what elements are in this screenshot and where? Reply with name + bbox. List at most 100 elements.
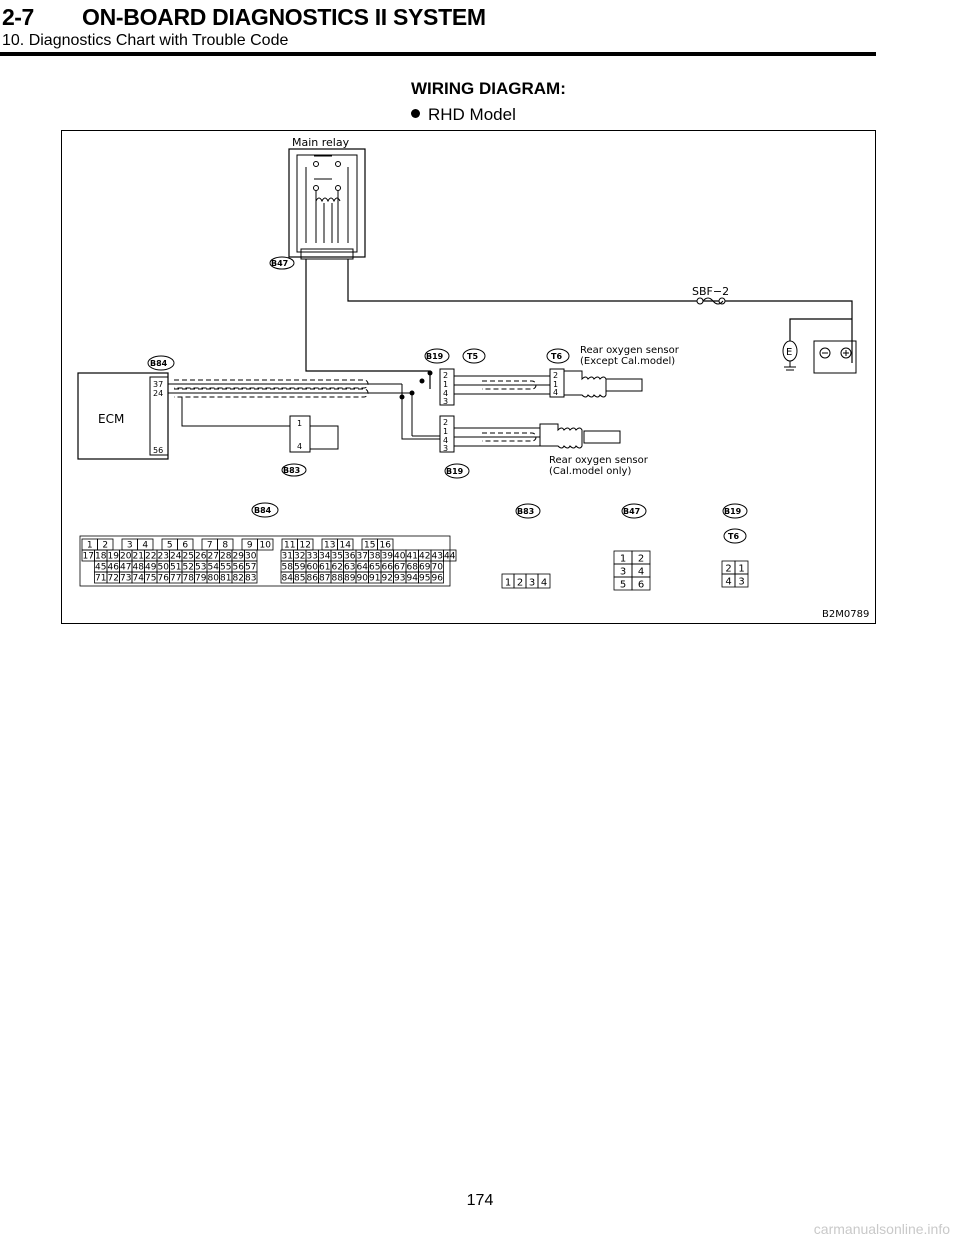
- figure-code: B2M0789: [822, 609, 869, 620]
- b19-connector-top: B19: [424, 348, 450, 364]
- b83-pin-1: 1: [297, 419, 302, 428]
- main-relay-box: [288, 148, 366, 258]
- t6-pin-4: 4: [725, 577, 731, 588]
- t6-label-top: T6: [551, 352, 562, 361]
- b83-pin-1: 1: [505, 578, 511, 589]
- signal-wires: [168, 379, 423, 436]
- fuse-icon: [696, 297, 726, 305]
- b84-pin-16: 16: [380, 541, 392, 551]
- b84-pin-29: 29: [233, 552, 245, 562]
- b47-pin-6: 6: [638, 580, 644, 591]
- b84-pin-12: 12: [300, 541, 311, 551]
- b84-pin-77: 77: [170, 574, 181, 584]
- b84-pin-87: 87: [319, 574, 330, 584]
- pinout-b47-label: B47: [623, 507, 640, 516]
- b47-pin-2: 2: [638, 554, 644, 565]
- b84-pin-92: 92: [382, 574, 393, 584]
- power-wire: [347, 259, 853, 363]
- b84-pin-54: 54: [208, 563, 220, 573]
- page-header: 2-7 ON-BOARD DIAGNOSTICS II SYSTEM 10. D…: [0, 0, 960, 60]
- lower-pin-2: 2: [443, 418, 448, 427]
- b84-frame: [79, 535, 451, 587]
- b84-pin-93: 93: [394, 574, 405, 584]
- b84-pin-46: 46: [108, 563, 120, 573]
- t6-connector-top: T6: [546, 348, 570, 364]
- b84-pin-76: 76: [158, 574, 170, 584]
- b84-pin-7: 7: [207, 541, 213, 551]
- t5-connector: T5: [462, 348, 486, 364]
- b84-pin-88: 88: [332, 574, 344, 584]
- b84-pin-47: 47: [120, 563, 131, 573]
- b84-pin-18: 18: [95, 552, 107, 562]
- lower-sensor-connector: 2 1 4 3: [401, 397, 621, 453]
- b84-pin-21: 21: [133, 552, 144, 562]
- fuse-label: SBF−2: [692, 285, 729, 298]
- b84-pin-71: 71: [95, 574, 106, 584]
- b84-pin-38: 38: [369, 552, 381, 562]
- b84-pin-9: 9: [247, 541, 253, 551]
- b84-pin-68: 68: [407, 563, 419, 573]
- b84-pin-13: 13: [324, 541, 335, 551]
- b84-pin-28: 28: [220, 552, 232, 562]
- t6-pin-1: 1: [738, 564, 744, 575]
- b84-pin-60: 60: [307, 563, 319, 573]
- b83-label: B83: [283, 466, 300, 475]
- t6-pin-2: 2: [725, 564, 731, 575]
- page-number: 174: [466, 1192, 494, 1209]
- b47-terminal-block: [300, 248, 354, 260]
- b84-pin-34: 34: [319, 552, 331, 562]
- b47-pin-1: 1: [620, 554, 626, 565]
- ecm-terminal-strip: [149, 376, 169, 456]
- b84-pin-72: 72: [108, 574, 119, 584]
- b84-pin-10: 10: [260, 541, 272, 551]
- b19-connector-bottom: B19: [444, 463, 470, 479]
- b84-pin-6: 6: [182, 541, 188, 551]
- pinout-b83-label: B83: [517, 507, 534, 516]
- t6-pin-4: 4: [553, 388, 558, 397]
- upper-pin-1: 1: [443, 380, 448, 389]
- b84-pin-51: 51: [170, 563, 181, 573]
- b84-pin-8: 8: [222, 541, 228, 551]
- b19-label-bottom: B19: [446, 467, 464, 476]
- b84-pin-75: 75: [145, 574, 156, 584]
- b84-pin-69: 69: [419, 563, 431, 573]
- b84-pin-74: 74: [133, 574, 145, 584]
- ecm-pin-24: 24: [153, 389, 163, 398]
- b84-pin-57: 57: [245, 563, 256, 573]
- b84-pin-39: 39: [382, 552, 394, 562]
- pinout-b19-label: B19: [724, 507, 742, 516]
- b84-pin-40: 40: [394, 552, 406, 562]
- t6-pin-1: 1: [553, 380, 558, 389]
- b84-pin-86: 86: [307, 574, 319, 584]
- b84-pin-43: 43: [432, 552, 443, 562]
- b84-pin-26: 26: [195, 552, 207, 562]
- b84-pin-81: 81: [220, 574, 231, 584]
- diagram-heading: WIRING DIAGRAM:: [411, 79, 566, 98]
- lower-pin-3: 3: [443, 444, 448, 453]
- b84-pin-62: 62: [332, 563, 343, 573]
- t5-label: T5: [467, 352, 478, 361]
- b83-pin-3: 3: [529, 578, 535, 589]
- b84-pin-73: 73: [120, 574, 131, 584]
- b84-pin-64: 64: [357, 563, 369, 573]
- b84-pin-55: 55: [220, 563, 231, 573]
- b84-pin-79: 79: [195, 574, 207, 584]
- sensor-except-label-1: Rear oxygen sensor: [580, 345, 680, 356]
- b84-pin-65: 65: [369, 563, 380, 573]
- b84-pin-36: 36: [344, 552, 356, 562]
- battery-wire: [789, 318, 852, 341]
- b84-pin-42: 42: [419, 552, 430, 562]
- ground-label: E: [786, 347, 792, 358]
- sensor-cal-label-2: (Cal.model only): [549, 466, 631, 477]
- header-rule: [0, 52, 876, 56]
- pinout-b84-tag: B84: [251, 502, 279, 518]
- b84-connector-ecm: B84: [147, 355, 175, 371]
- lower-pin-1: 1: [443, 427, 448, 436]
- b47-pin-3: 3: [620, 567, 626, 578]
- b84-pin-59: 59: [294, 563, 306, 573]
- b84-pin-50: 50: [158, 563, 170, 573]
- b84-pin-95: 95: [419, 574, 430, 584]
- ecm-pin-37: 37: [153, 380, 163, 389]
